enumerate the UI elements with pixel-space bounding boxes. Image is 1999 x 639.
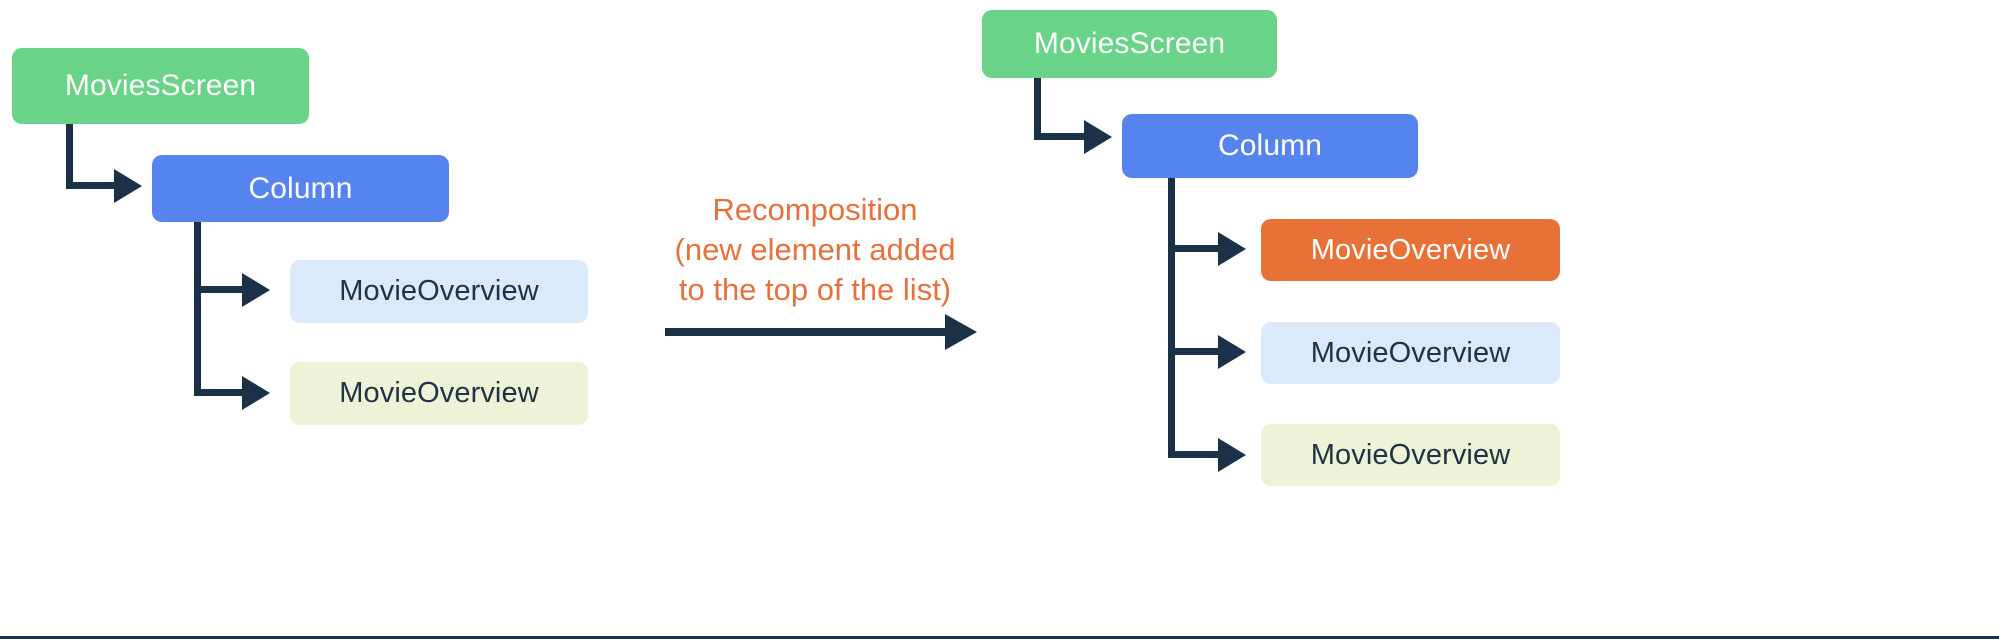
after-node-movies-screen[interactable]: MoviesScreen	[982, 10, 1277, 78]
after-arrowhead-branch-2	[1218, 335, 1246, 369]
before-connector-screen-to-column-vertical	[66, 124, 73, 189]
before-arrowhead-branch-1	[242, 273, 270, 307]
after-node-movie-overview-1-label: MovieOverview	[1310, 336, 1511, 369]
recomposition-arrow-head	[945, 314, 977, 350]
after-arrowhead-branch-1	[1218, 232, 1246, 266]
after-connector-branch-1	[1168, 245, 1220, 252]
after-connector-screen-to-column-vertical	[1034, 78, 1041, 140]
before-connector-branch-2	[194, 389, 244, 396]
bottom-divider	[0, 636, 1999, 639]
recomposition-arrow-shaft	[665, 328, 947, 336]
before-connector-screen-to-column-horizontal	[66, 182, 116, 189]
before-connector-branch-1	[194, 286, 244, 293]
before-node-movie-overview-1-label: MovieOverview	[339, 275, 539, 307]
after-arrowhead-branch-3	[1218, 438, 1246, 472]
before-arrowhead-screen-to-column	[114, 169, 142, 203]
after-node-movie-overview-2[interactable]: MovieOverview	[1261, 424, 1560, 486]
after-connector-branch-3	[1168, 451, 1220, 458]
before-node-movie-overview-1[interactable]: MovieOverview	[290, 260, 588, 323]
after-node-movie-overview-1[interactable]: MovieOverview	[1261, 322, 1560, 384]
before-node-column-label: Column	[248, 171, 353, 205]
after-node-column[interactable]: Column	[1122, 114, 1418, 178]
before-node-movies-screen[interactable]: MoviesScreen	[12, 48, 309, 124]
before-connector-column-trunk	[194, 222, 201, 396]
before-node-movie-overview-2[interactable]: MovieOverview	[290, 362, 588, 425]
after-connector-column-trunk	[1168, 178, 1175, 458]
after-node-movie-overview-new[interactable]: MovieOverview	[1261, 219, 1560, 281]
after-node-movie-overview-2-label: MovieOverview	[1310, 438, 1511, 471]
before-node-movies-screen-label: MoviesScreen	[64, 69, 257, 102]
after-node-movies-screen-label: MoviesScreen	[1033, 27, 1226, 60]
after-connector-screen-to-column-horizontal	[1034, 133, 1086, 140]
after-connector-branch-2	[1168, 348, 1220, 355]
after-node-column-label: Column	[1218, 129, 1322, 162]
after-arrowhead-screen-to-column	[1084, 120, 1112, 154]
before-node-column[interactable]: Column	[152, 155, 449, 222]
after-node-movie-overview-new-label: MovieOverview	[1310, 233, 1511, 266]
before-node-movie-overview-2-label: MovieOverview	[339, 377, 539, 409]
recomposition-caption: Recomposition (new element added to the …	[674, 192, 956, 307]
before-arrowhead-branch-2	[242, 376, 270, 410]
